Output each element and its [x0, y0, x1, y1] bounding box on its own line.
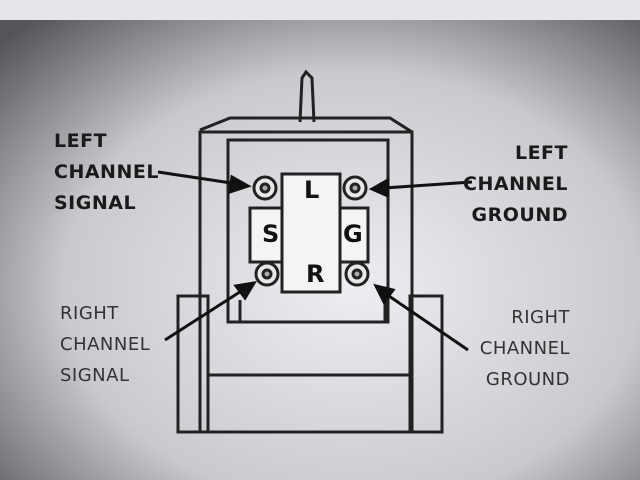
label-line: SIGNAL: [54, 192, 137, 214]
terminal-pins: [252, 175, 370, 287]
label-line: RIGHT: [511, 307, 570, 328]
arrows: [157, 170, 473, 352]
cartridge-body: [176, 69, 444, 434]
label-line: GROUND: [471, 204, 568, 226]
label-left-channel-ground: LEFT CHANNEL GROUND: [463, 138, 568, 231]
label-line: LEFT: [54, 130, 108, 152]
label-line: RIGHT: [60, 303, 119, 324]
terminal-letter-r: R: [306, 260, 325, 288]
label-line: CHANNEL: [463, 173, 568, 195]
label-line: CHANNEL: [60, 334, 151, 355]
terminal-letter-s: S: [262, 220, 280, 248]
label-right-channel-signal: RIGHT CHANNEL SIGNAL: [60, 298, 150, 391]
label-line: CHANNEL: [479, 338, 570, 359]
label-right-channel-ground: RIGHT CHANNEL GROUND: [480, 302, 570, 395]
label-line: SIGNAL: [60, 365, 130, 386]
label-line: GROUND: [485, 369, 570, 390]
label-left-channel-signal: LEFT CHANNEL SIGNAL: [54, 126, 159, 219]
terminal-letter-l: L: [304, 176, 320, 204]
terminal-letter-g: G: [343, 220, 363, 248]
label-line: LEFT: [514, 142, 568, 164]
label-line: CHANNEL: [54, 161, 159, 183]
